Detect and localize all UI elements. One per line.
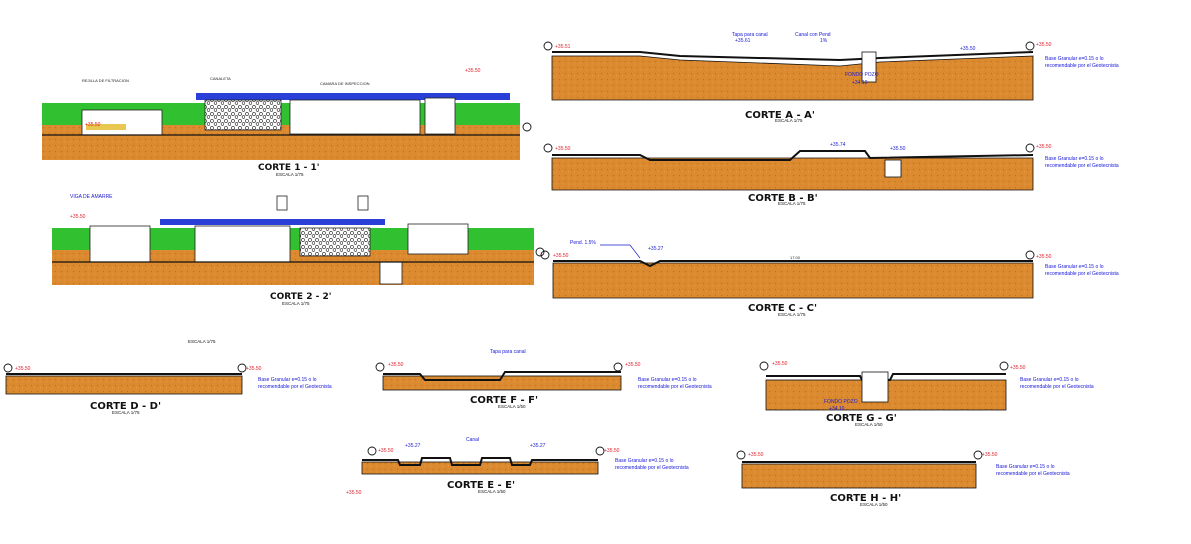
svg-text:+35.50: +35.50 bbox=[960, 46, 976, 52]
svg-text:+35.50: +35.50 bbox=[748, 452, 764, 458]
chamber-2 bbox=[424, 97, 456, 135]
svg-text:+35.50: +35.50 bbox=[772, 361, 788, 367]
svg-text:+35.50: +35.50 bbox=[378, 448, 394, 454]
svg-text:Base Granular e=0.15 o lo: Base Granular e=0.15 o lo bbox=[1020, 377, 1079, 383]
svg-text:+35.50: +35.50 bbox=[1036, 42, 1052, 48]
svg-text:+35.50: +35.50 bbox=[388, 362, 404, 368]
section-corte-a: Tapa para canal Canal con Pend 1% +35.51… bbox=[543, 32, 1119, 123]
svg-text:+34.10: +34.10 bbox=[852, 80, 868, 86]
corte-1-title: CORTE 1 - 1' bbox=[258, 163, 319, 173]
corte-2-scale: ESCALA 1/75 bbox=[282, 301, 310, 306]
section-corte-b: +35.50 +35.74 +35.50 +35.50 Base Granula… bbox=[543, 142, 1119, 206]
corte-d-scale: ESCALA 1/75 bbox=[112, 410, 140, 415]
section-corte-h: +35.50 +35.50 Base Granular e=0.15 o lo … bbox=[736, 450, 1070, 507]
svg-text:Base Granular e=0.15 o lo: Base Granular e=0.15 o lo bbox=[1045, 56, 1104, 62]
svg-text:recomendable por el Geotecnist: recomendable por el Geotecnista bbox=[1045, 163, 1119, 169]
svg-text:+35.50: +35.50 bbox=[15, 366, 31, 372]
svg-text:CAMARA DE INSPECCION: CAMARA DE INSPECCION bbox=[320, 81, 370, 86]
corte-f-scale: ESCALA 1/50 bbox=[498, 404, 526, 409]
svg-text:+35.27: +35.27 bbox=[405, 443, 421, 449]
corte-h-scale: ESCALA 1/50 bbox=[860, 502, 888, 507]
svg-text:recomendable por el Geotecnist: recomendable por el Geotecnista bbox=[258, 384, 332, 390]
svg-text:+35.50: +35.50 bbox=[982, 452, 998, 458]
svg-text:Base Granular e=0.15 o lo: Base Granular e=0.15 o lo bbox=[615, 458, 674, 464]
svg-text:+35.50: +35.50 bbox=[890, 146, 906, 152]
svg-text:+35.50: +35.50 bbox=[85, 122, 101, 128]
corte-1-scale: ESCALA 1/75 bbox=[276, 172, 304, 177]
corte-g-scale: ESCALA 1/50 bbox=[855, 422, 883, 427]
svg-text:Canal con Pend: Canal con Pend bbox=[795, 32, 831, 38]
corte-a-title: CORTE A - A' bbox=[745, 110, 815, 121]
svg-text:recomendable por el Geotecnist: recomendable por el Geotecnista bbox=[996, 471, 1070, 477]
corte-2-title: CORTE 2 - 2' bbox=[270, 292, 331, 302]
svg-text:+35.27: +35.27 bbox=[530, 443, 546, 449]
chamber-1 bbox=[289, 99, 421, 135]
svg-text:CANALETA: CANALETA bbox=[210, 76, 231, 81]
svg-text:+35.50: +35.50 bbox=[465, 68, 481, 74]
svg-text:Canal: Canal bbox=[466, 437, 479, 443]
svg-text:+35.50: +35.50 bbox=[604, 448, 620, 454]
section-corte-f: Tapa para canal +35.50 +35.50 Base Granu… bbox=[375, 349, 712, 409]
section-corte-d: +35.50 +35.50 Base Granular e=0.15 o lo … bbox=[3, 363, 332, 415]
section-corte-g: +35.50 +35.50 FONDO POZO +34.10 Base Gra… bbox=[759, 361, 1094, 427]
svg-text:1%: 1% bbox=[820, 38, 828, 44]
corte-h-title: CORTE H - H' bbox=[830, 493, 901, 504]
svg-text:+34.10: +34.10 bbox=[829, 406, 845, 412]
svg-text:+35.50: +35.50 bbox=[625, 362, 641, 368]
corte-e-scale: ESCALA 1/50 bbox=[478, 489, 506, 494]
svg-text:Base Granular e=0.15 o lo: Base Granular e=0.15 o lo bbox=[996, 464, 1055, 470]
svg-text:Tapa para canal: Tapa para canal bbox=[490, 349, 526, 355]
section-corte-1: +35.50 +35.50 REJILLA DE FILTRACION CANA… bbox=[42, 68, 532, 177]
floating-escala: ESCALA 1/75 bbox=[188, 339, 216, 344]
svg-text:recomendable por el Geotecnist: recomendable por el Geotecnista bbox=[1020, 384, 1094, 390]
stray-level-label: +35.50 bbox=[346, 490, 362, 496]
corte-a-scale: ESCALA 1/75 bbox=[775, 118, 803, 123]
svg-text:+35.61: +35.61 bbox=[735, 38, 751, 44]
svg-text:+35.27: +35.27 bbox=[648, 246, 664, 252]
svg-text:VIGA DE AMARRE: VIGA DE AMARRE bbox=[70, 194, 113, 200]
svg-text:FONDO POZO: FONDO POZO bbox=[824, 399, 858, 405]
corte-g-title: CORTE G - G' bbox=[826, 413, 897, 424]
section-corte-c: +35.50 +35.27 +35.50 Pend. 1.5% 17.00 Ba… bbox=[540, 240, 1119, 317]
section-corte-e: Canal +35.27 +35.27 +35.50 +35.50 Base G… bbox=[361, 437, 689, 494]
svg-text:Base Granular e=0.15 o lo: Base Granular e=0.15 o lo bbox=[258, 377, 317, 383]
svg-text:+35.50: +35.50 bbox=[1036, 254, 1052, 260]
svg-text:+35.50: +35.50 bbox=[1036, 144, 1052, 150]
svg-text:Base Granular e=0.15 o lo: Base Granular e=0.15 o lo bbox=[638, 377, 697, 383]
svg-text:recomendable por el Geotecnist: recomendable por el Geotecnista bbox=[638, 384, 712, 390]
svg-text:17.00: 17.00 bbox=[790, 255, 801, 260]
gravel-filter bbox=[204, 99, 282, 131]
svg-text:REJILLA DE FILTRACION: REJILLA DE FILTRACION bbox=[82, 78, 129, 83]
corte-c-title: CORTE C - C' bbox=[748, 303, 817, 314]
svg-text:+35.74: +35.74 bbox=[830, 142, 846, 148]
svg-text:Base Granular e=0.15 o lo: Base Granular e=0.15 o lo bbox=[1045, 264, 1104, 270]
corte-b-title: CORTE B - B' bbox=[748, 193, 818, 204]
corte-b-scale: ESCALA 1/75 bbox=[778, 201, 806, 206]
blue-beam bbox=[196, 93, 510, 100]
svg-text:+35.50: +35.50 bbox=[70, 214, 86, 220]
svg-text:recomendable por el Geotecnist: recomendable por el Geotecnista bbox=[1045, 271, 1119, 277]
svg-text:recomendable por el Geotecnist: recomendable por el Geotecnista bbox=[615, 465, 689, 471]
corte-f-title: CORTE F - F' bbox=[470, 395, 538, 406]
section-corte-2: VIGA DE AMARRE +35.50 CORTE 2 - 2' ESCAL… bbox=[52, 194, 545, 306]
corte-c-scale: ESCALA 1/75 bbox=[778, 312, 806, 317]
corte-e-title: CORTE E - E' bbox=[447, 480, 515, 491]
svg-text:recomendable por el Geotecnist: recomendable por el Geotecnista bbox=[1045, 63, 1119, 69]
svg-text:FONDO POZO: FONDO POZO bbox=[845, 72, 879, 78]
svg-text:+35.50: +35.50 bbox=[246, 366, 262, 372]
svg-text:Base Granular e=0.15 o lo: Base Granular e=0.15 o lo bbox=[1045, 156, 1104, 162]
svg-text:Pend. 1.5%: Pend. 1.5% bbox=[570, 240, 596, 246]
svg-text:+35.50: +35.50 bbox=[555, 146, 571, 152]
corte-d-title: CORTE D - D' bbox=[90, 401, 161, 412]
svg-text:+35.50: +35.50 bbox=[1010, 365, 1026, 371]
svg-text:Tapa para canal: Tapa para canal bbox=[732, 32, 768, 38]
svg-text:+35.50: +35.50 bbox=[553, 253, 569, 259]
tank-1 bbox=[81, 109, 163, 136]
svg-text:+35.51: +35.51 bbox=[555, 44, 571, 50]
